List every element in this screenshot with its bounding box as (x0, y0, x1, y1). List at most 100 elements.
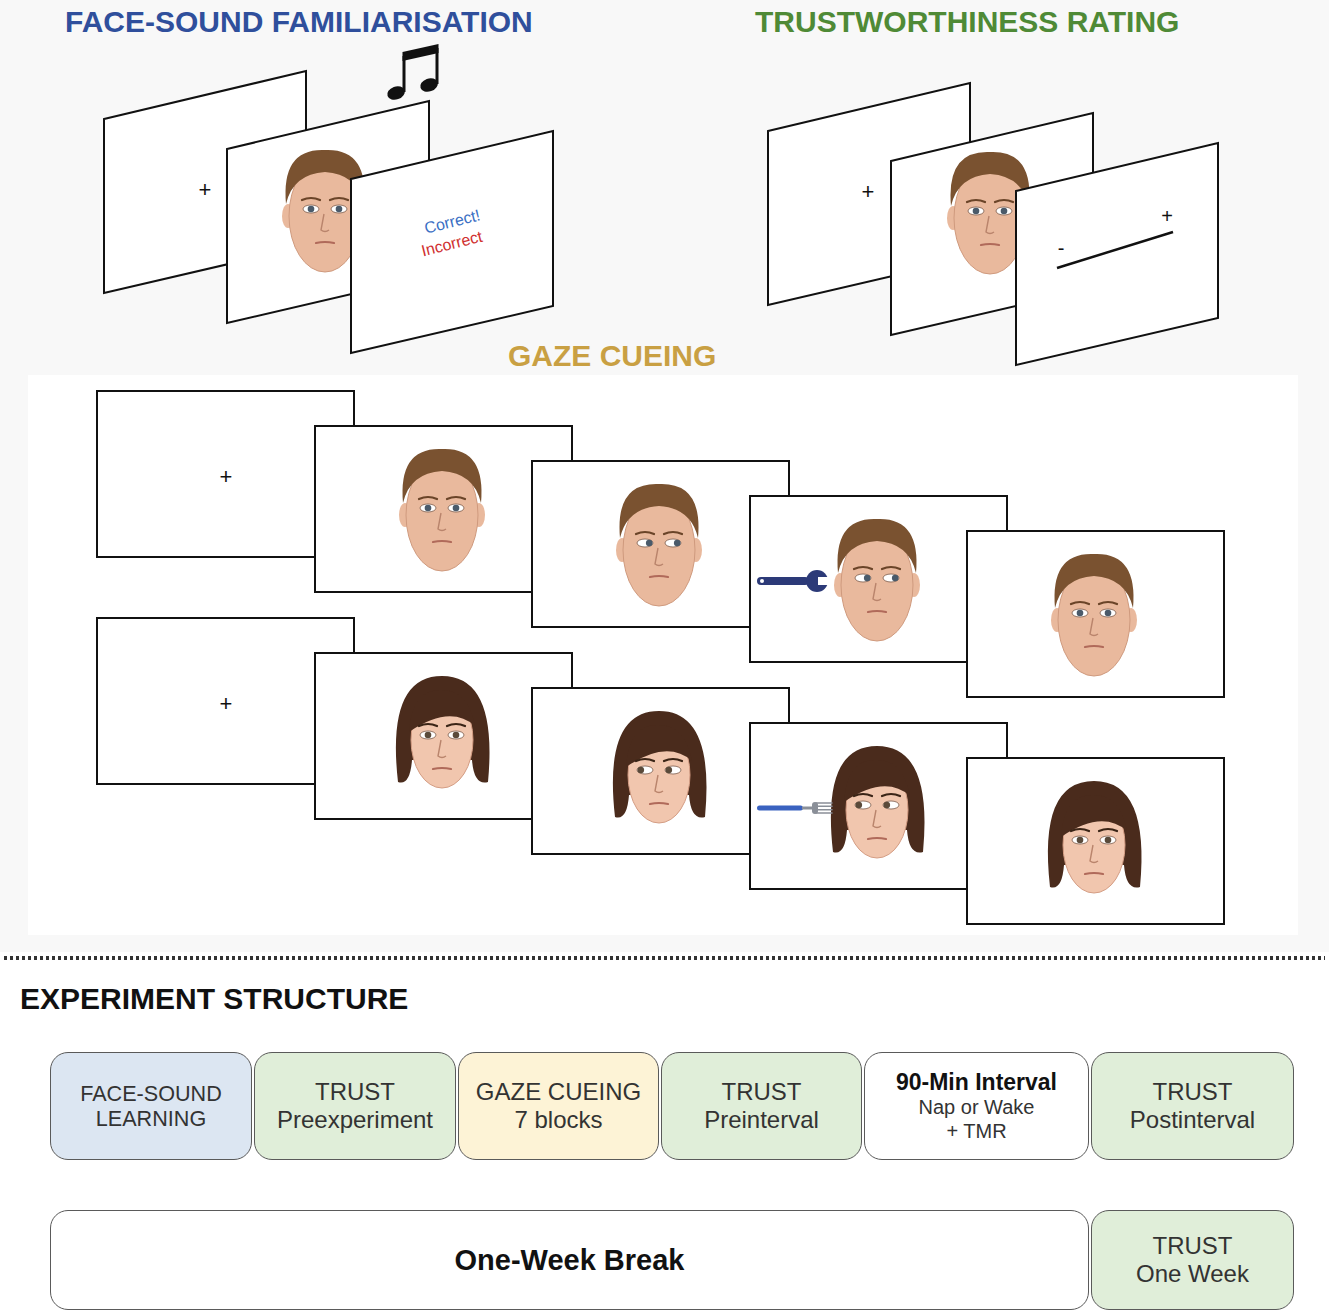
slide-text: + (862, 179, 875, 205)
face-picture (613, 711, 707, 823)
stage-text: One Week (1136, 1260, 1249, 1288)
label-holder: FACE-SOUND FAMILIARISATION (65, 4, 533, 39)
eye-iris (646, 540, 653, 547)
mouth-line (868, 611, 886, 612)
panel-title: GAZE CUEING (508, 338, 716, 373)
eyebrow (419, 497, 437, 499)
note-stem (403, 56, 406, 92)
eye-white (637, 766, 653, 774)
eye-iris (425, 505, 432, 512)
mouth-line (868, 838, 886, 839)
mouth-line (650, 576, 668, 577)
eyebrow (882, 794, 900, 796)
eye-iris (864, 575, 871, 582)
fork-base (812, 802, 818, 814)
stage-text: TRUST (1153, 1078, 1233, 1106)
nose-line (1090, 618, 1098, 636)
eyebrow (302, 198, 320, 200)
eye-iris (884, 802, 891, 809)
eyebrow (447, 497, 465, 499)
mouth-line (316, 242, 334, 243)
stage-text: GAZE CUEING (476, 1078, 641, 1106)
eye-white (968, 207, 984, 215)
fork-handle (757, 806, 803, 811)
eye-iris (856, 802, 863, 809)
nose-line (986, 216, 994, 234)
eyebrow (1099, 829, 1117, 831)
stage-text: Postinterval (1130, 1106, 1255, 1134)
eye-white (883, 574, 899, 582)
stage-text: Preinterval (704, 1106, 819, 1134)
nose-line (438, 513, 446, 531)
hair-fringe (1061, 795, 1127, 837)
mouth-line (1085, 873, 1103, 874)
mouth-line (433, 768, 451, 769)
eye-iris (674, 540, 681, 547)
eye-iris (1105, 610, 1112, 617)
wrench-hole (760, 579, 764, 583)
slide-text: - (1058, 237, 1065, 261)
stage-box: GAZE CUEING7 blocks (458, 1052, 659, 1160)
fork-tine (816, 802, 832, 804)
stage-box: TRUSTOne Week (1091, 1210, 1294, 1310)
stage-text: One-Week Break (455, 1243, 685, 1277)
eyebrow (447, 724, 465, 726)
wrench-jaw (818, 577, 832, 585)
slide-frame (967, 531, 1224, 697)
eye-iris (453, 732, 460, 739)
eyebrow (330, 198, 348, 200)
nose-line (321, 214, 329, 232)
eye-iris (892, 575, 899, 582)
label-holder: GAZE CUEING (508, 338, 716, 373)
mouth-line (650, 803, 668, 804)
eyebrow (1099, 602, 1117, 604)
eye-white (665, 539, 681, 547)
fork-tine (816, 806, 832, 808)
panel-title: TRUSTWORTHINESS RATING (755, 4, 1179, 39)
gaze-slide (966, 530, 1225, 698)
stage-box: 90-Min IntervalNap or Wake + TMR (864, 1052, 1089, 1160)
eyebrow (1071, 602, 1089, 604)
eye-iris (425, 732, 432, 739)
nose-line (873, 810, 881, 828)
eye-iris (336, 206, 343, 213)
eyebrow (854, 567, 872, 569)
eyebrow (854, 794, 872, 796)
eye-white (303, 205, 319, 213)
eye-white (1100, 609, 1116, 617)
mouth-line (981, 244, 999, 245)
face-picture (831, 746, 925, 858)
eye-iris (666, 767, 673, 774)
eye-white (855, 801, 871, 809)
eyebrow (995, 200, 1013, 202)
rating-scale (1057, 232, 1173, 268)
slide-text: + (220, 691, 233, 717)
fork-tine (816, 809, 832, 811)
eye-white (420, 504, 436, 512)
wrench-handle (757, 577, 809, 585)
eyebrow (664, 759, 682, 761)
slide-frame (351, 131, 553, 353)
label-holder: EXPERIMENT STRUCTURE (20, 981, 408, 1016)
eye-iris (453, 505, 460, 512)
hair-shape (619, 484, 698, 538)
nose-line (1090, 845, 1098, 863)
stage-text: TRUST (315, 1078, 395, 1106)
eyebrow (419, 724, 437, 726)
face-picture (399, 449, 485, 571)
gaze-panel-ground (28, 375, 1298, 935)
nose-line (438, 740, 446, 758)
eyebrow (1071, 829, 1089, 831)
eye-iris (638, 767, 645, 774)
note-beam (403, 44, 439, 61)
eye-iris (1077, 837, 1084, 844)
slide-frame (1016, 143, 1218, 365)
stage-box: TRUSTPostinterval (1091, 1052, 1294, 1160)
eye-white (1072, 836, 1088, 844)
mouth-line (1085, 646, 1103, 647)
gaze-slide (966, 757, 1225, 925)
face-picture (1051, 554, 1137, 676)
face-picture (616, 484, 702, 606)
eye-iris (1105, 837, 1112, 844)
